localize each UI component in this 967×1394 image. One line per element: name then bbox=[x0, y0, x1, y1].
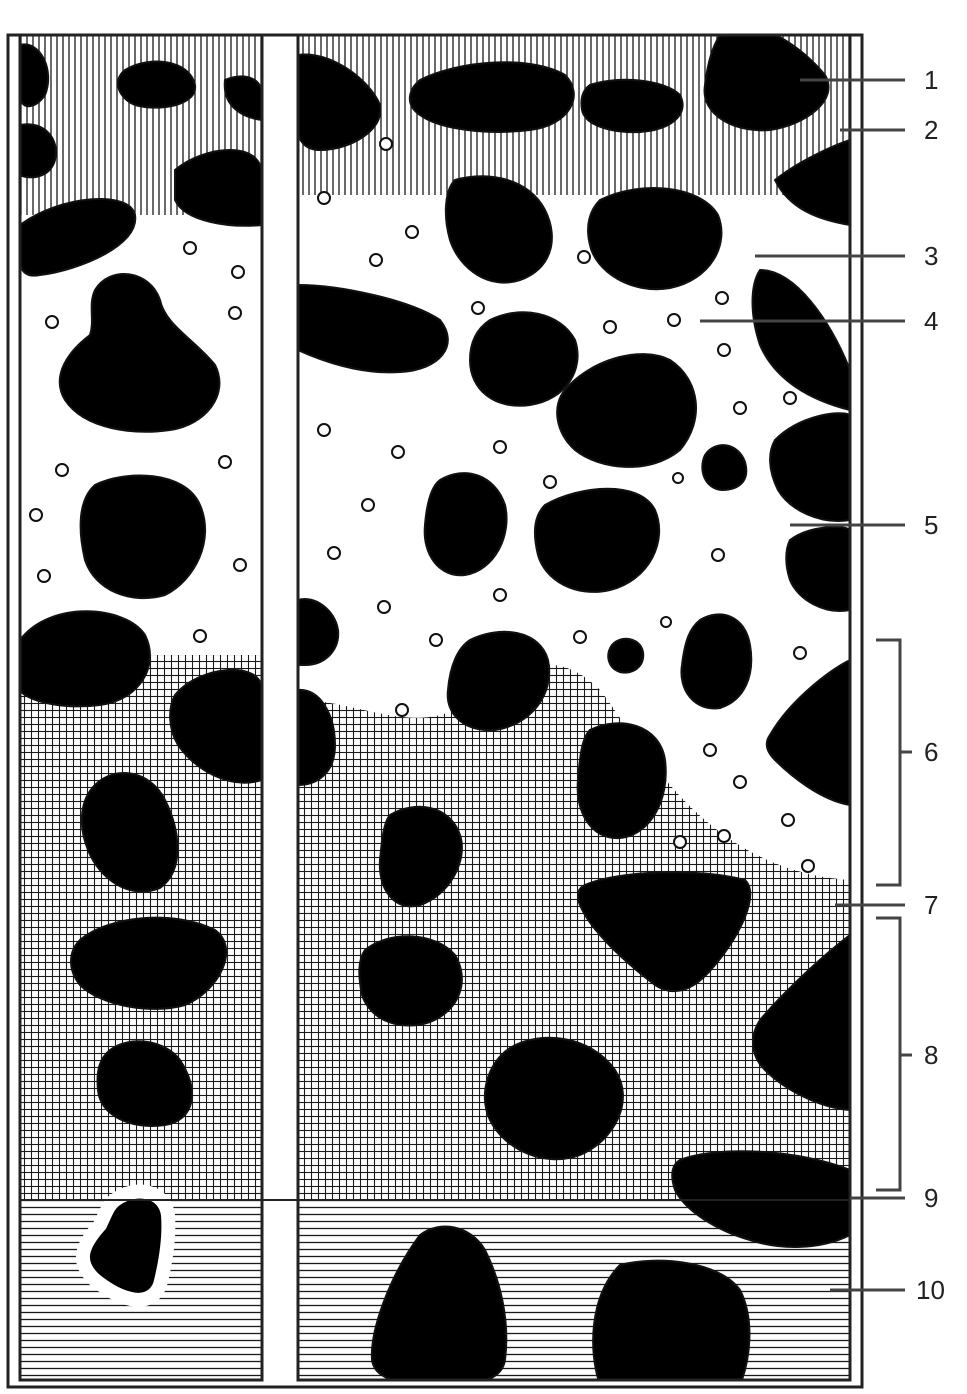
callout-label-4: 4 bbox=[924, 306, 938, 336]
grain bbox=[702, 445, 746, 490]
pore bbox=[406, 226, 418, 238]
grain bbox=[118, 62, 195, 108]
callout-label-6: 6 bbox=[924, 737, 938, 767]
grain bbox=[175, 150, 262, 226]
pore bbox=[234, 559, 246, 571]
pore bbox=[802, 860, 814, 872]
pore bbox=[673, 473, 683, 483]
pore bbox=[30, 509, 42, 521]
pore bbox=[578, 251, 590, 263]
bracket-6 bbox=[876, 640, 912, 885]
pore bbox=[229, 307, 241, 319]
callout-label-2: 2 bbox=[924, 115, 938, 145]
pore bbox=[794, 647, 806, 659]
grain bbox=[20, 611, 150, 706]
pore bbox=[716, 292, 728, 304]
pore bbox=[718, 344, 730, 356]
callout-label-5: 5 bbox=[924, 510, 938, 540]
grain bbox=[410, 62, 574, 132]
pore bbox=[704, 744, 716, 756]
pore bbox=[56, 464, 68, 476]
pore bbox=[472, 302, 484, 314]
pore bbox=[718, 830, 730, 842]
callout-label-8: 8 bbox=[924, 1040, 938, 1070]
left-column bbox=[20, 35, 262, 1380]
pore bbox=[46, 316, 58, 328]
pore bbox=[219, 456, 231, 468]
pore bbox=[734, 776, 746, 788]
grain bbox=[608, 639, 643, 673]
pore bbox=[604, 321, 616, 333]
pore bbox=[712, 549, 724, 561]
callout-label-3: 3 bbox=[924, 241, 938, 271]
grain bbox=[581, 80, 682, 132]
pore bbox=[318, 192, 330, 204]
grain bbox=[71, 918, 226, 1009]
grain bbox=[470, 312, 578, 405]
pore bbox=[674, 836, 686, 848]
grain bbox=[593, 1261, 749, 1385]
grain bbox=[681, 614, 751, 708]
pore bbox=[782, 814, 794, 826]
pore bbox=[38, 570, 50, 582]
pore bbox=[784, 392, 796, 404]
pore bbox=[544, 476, 556, 488]
pore bbox=[661, 617, 671, 627]
pore bbox=[574, 631, 586, 643]
grain bbox=[81, 475, 206, 598]
callout-label-7: 7 bbox=[924, 890, 938, 920]
callout-label-9: 9 bbox=[924, 1183, 938, 1213]
pore bbox=[430, 634, 442, 646]
pore bbox=[184, 242, 196, 254]
bracket-8 bbox=[876, 918, 912, 1190]
grain bbox=[485, 1038, 623, 1159]
pore bbox=[318, 424, 330, 436]
pore bbox=[392, 446, 404, 458]
pore bbox=[378, 601, 390, 613]
pore bbox=[362, 499, 374, 511]
pore bbox=[494, 441, 506, 453]
pore bbox=[380, 138, 392, 150]
pore bbox=[734, 402, 746, 414]
pore bbox=[668, 314, 680, 326]
callout-label-10: 10 bbox=[916, 1275, 945, 1305]
grain bbox=[359, 936, 462, 1025]
pore bbox=[194, 630, 206, 642]
callout-label-1: 1 bbox=[924, 65, 938, 95]
pore bbox=[494, 589, 506, 601]
pore bbox=[232, 266, 244, 278]
pore bbox=[396, 704, 408, 716]
pore bbox=[328, 547, 340, 559]
pore bbox=[370, 254, 382, 266]
